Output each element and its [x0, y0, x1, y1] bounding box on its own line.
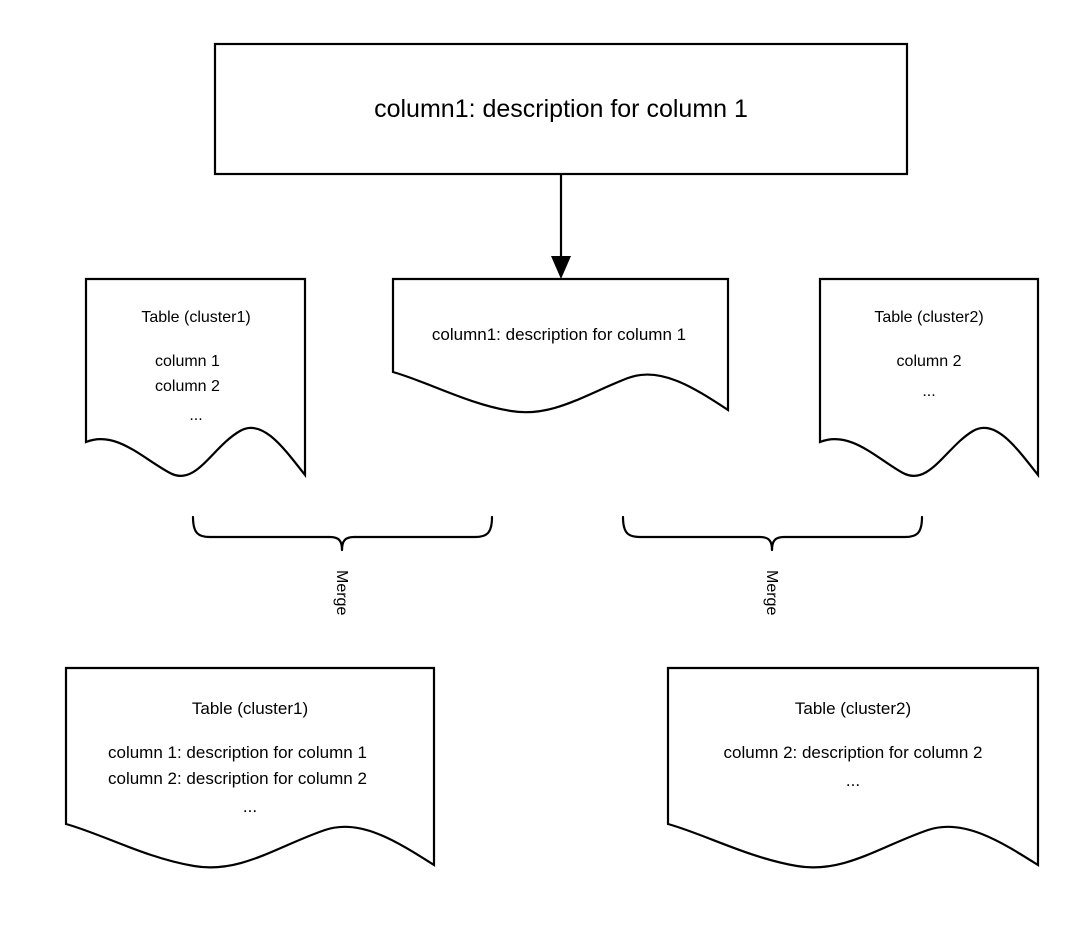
doc-middle-left-title: Table (cluster1)	[141, 309, 251, 326]
doc-middle-center-shape[interactable]	[391, 277, 730, 414]
doc-bottom-left-title: Table (cluster1)	[191, 699, 309, 718]
brace-left-shape	[191, 515, 494, 552]
brace-right-shape	[621, 515, 924, 552]
doc-bottom-right-shape[interactable]	[666, 666, 1040, 869]
doc-middle-left-line-2: column 2	[155, 378, 220, 395]
doc-bottom-left-line-1: column 1: description for column 1	[108, 743, 367, 762]
doc-middle-right-title: Table (cluster2)	[874, 309, 984, 326]
doc-bottom-left-line-3: ...	[242, 797, 258, 816]
doc-middle-right-line-1: column 2	[896, 353, 962, 370]
doc-bottom-left-line-2: column 2: description for column 2	[108, 769, 367, 788]
doc-bottom-right-title: Table (cluster2)	[794, 699, 912, 718]
doc-middle-right-line-2: ...	[922, 383, 936, 400]
doc-middle-center-line-1: column1: description for column 1	[431, 325, 687, 344]
doc-middle-left-line-3: ...	[189, 407, 203, 424]
doc-middle-left-shape[interactable]	[84, 277, 307, 479]
title-box-label: column1: description for column 1	[374, 95, 748, 123]
merge-label-left: Merge	[333, 570, 350, 616]
doc-middle-right-shape[interactable]	[818, 277, 1040, 479]
merge-label-right: Merge	[763, 570, 780, 616]
title-box-shape[interactable]	[213, 42, 909, 176]
doc-bottom-right-line-1: column 2: description for column 2	[723, 743, 983, 762]
doc-bottom-right-line-2: ...	[845, 771, 861, 790]
doc-middle-left-line-1: column 1	[155, 353, 220, 370]
arrow-head-icon	[551, 256, 571, 279]
doc-bottom-left-shape[interactable]	[64, 666, 436, 869]
